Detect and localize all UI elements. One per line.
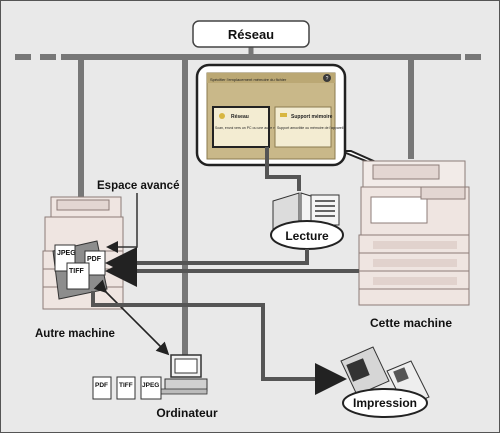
scan-label-box: Lecture <box>270 220 344 250</box>
svg-text:PDF: PDF <box>87 256 102 263</box>
svg-text:JPEG: JPEG <box>57 250 76 257</box>
network-icon <box>219 113 225 119</box>
panel-header: Spécifier l'emplacement mémoire du fichi… <box>210 77 287 82</box>
svg-text:TIFF: TIFF <box>119 382 133 389</box>
media-button[interactable]: Support mémoire Support amovible ou mémo… <box>274 106 344 148</box>
computer-label: Ordinateur <box>156 406 218 420</box>
print-label-box: Impression <box>342 388 428 418</box>
other-machine-label: Autre machine <box>35 328 115 340</box>
memory-icon <box>280 113 287 117</box>
computer-files: PDF TIFF JPEG <box>92 376 162 400</box>
svg-text:JPEG: JPEG <box>142 382 159 389</box>
print-label: Impression <box>353 396 417 410</box>
network-label: Réseau <box>228 27 274 42</box>
advanced-space-label: Espace avancé <box>97 180 179 192</box>
svg-text:Support amovible ou mémoire de: Support amovible ou mémoire de l'apparei… <box>277 126 344 130</box>
svg-text:Support mémoire: Support mémoire <box>291 114 333 120</box>
scan-label: Lecture <box>285 229 329 243</box>
svg-text:Scan, envoi vers un PC ou une: Scan, envoi vers un PC ou une autre mach… <box>215 126 286 130</box>
callout-panel: Spécifier l'emplacement mémoire du fichi… <box>195 63 442 192</box>
this-machine-label: Cette machine <box>370 316 452 330</box>
flow-lines <box>91 147 359 395</box>
svg-text:Réseau: Réseau <box>231 114 249 120</box>
computer-icon <box>160 354 208 395</box>
svg-text:PDF: PDF <box>95 382 108 389</box>
network-label-box: Réseau <box>192 20 310 48</box>
network-line <box>15 47 487 361</box>
file-tiff-icon: TIFF <box>66 262 90 290</box>
network-button[interactable]: Réseau Scan, envoi vers un PC ou une aut… <box>212 106 286 148</box>
this-machine-icon <box>358 160 470 306</box>
svg-text:TIFF: TIFF <box>69 268 84 275</box>
help-icon[interactable] <box>323 74 331 82</box>
svg-text:?: ? <box>326 76 329 82</box>
